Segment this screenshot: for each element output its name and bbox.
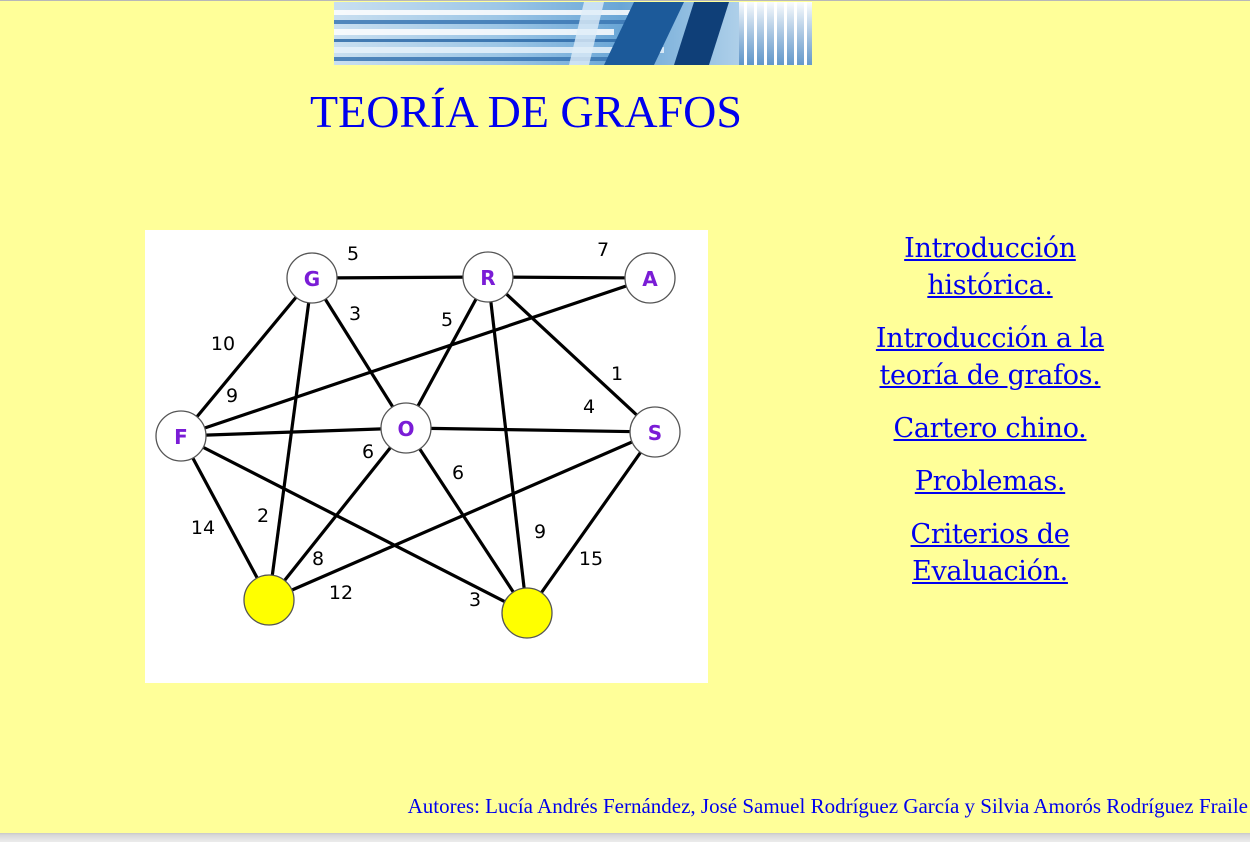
edge-S-Y1 (268, 430, 656, 602)
edge-G-R (311, 275, 489, 280)
edge-O-Y2 (404, 427, 529, 614)
edge-O-Y1 (267, 427, 408, 601)
edge-weight-O-Y2: 6 (452, 462, 464, 484)
edge-R-A (487, 275, 651, 280)
edge-weight-R-O: 5 (441, 309, 453, 331)
vertex-a (624, 252, 676, 304)
edge-weight-G-F: 10 (211, 333, 235, 355)
nav-link-introduccion-historica[interactable]: Introducción histórica. (904, 233, 1076, 301)
banner-image (334, 2, 812, 65)
edge-weight-G-O: 3 (349, 303, 361, 325)
vertex-label-f: F (174, 425, 188, 449)
nav-menu: Introducción histórica. Introducción a l… (850, 230, 1130, 606)
page-title: TEORÍA DE GRAFOS (310, 86, 742, 137)
edge-weight-O-Y1: 8 (312, 548, 324, 570)
vertex-f (155, 410, 207, 462)
edge-O-S (405, 426, 656, 434)
vertex-label-a: A (642, 267, 658, 291)
edge-G-F (179, 276, 314, 438)
edge-R-Y2 (486, 276, 529, 614)
nav-link-criterios-evaluacion[interactable]: Criterios de Evaluación. (910, 519, 1070, 587)
graph-canvas: 5 7 10 3 2 5 1 9 9 6 4 8 6 14 3 12 15 G R A F O S (155, 239, 681, 639)
edge-weight-F-O: 6 (362, 441, 374, 463)
top-rule (0, 0, 1250, 1)
vertex-y1 (243, 574, 295, 626)
nav-link-introduccion-teoria-grafos[interactable]: Introducción a la teoría de grafos. (875, 323, 1105, 391)
bottom-rule (0, 833, 1250, 842)
vertex-o (380, 402, 432, 454)
edge-weight-R-A: 7 (597, 239, 609, 261)
nav-link-problemas[interactable]: Problemas. (914, 466, 1066, 497)
vertex-label-s: S (648, 421, 662, 445)
edge-G-Y1 (267, 277, 314, 601)
edge-weight-G-R: 5 (347, 243, 359, 265)
edge-weight-S-Y2: 15 (579, 548, 603, 570)
edge-F-Y2 (180, 434, 528, 615)
vertex-label-r: R (480, 266, 495, 290)
banner-graphic (334, 2, 812, 65)
vertex-label-o: O (397, 417, 414, 441)
vertex-r (462, 251, 514, 303)
edge-weight-O-S: 4 (583, 396, 595, 418)
edge-weight-R-S: 1 (611, 363, 623, 385)
graph-diagram: 5 7 10 3 2 5 1 9 9 6 4 8 6 14 3 12 15 G R A F O S (145, 230, 708, 683)
edge-weight-F-Y1: 14 (191, 517, 215, 539)
nav-link-cartero-chino[interactable]: Cartero chino. (893, 413, 1087, 444)
edge-S-Y2 (525, 431, 657, 614)
authors-footer: Autores: Lucía Andrés Fernández, José Sa… (407, 794, 1248, 818)
edge-weight-S-Y1: 12 (329, 582, 353, 604)
vertex-s (629, 406, 681, 458)
edge-R-S (486, 275, 657, 434)
vertex-label-g: G (304, 267, 320, 291)
edge-F-O (180, 426, 407, 438)
edge-weight-F-Y2: 3 (469, 589, 481, 611)
edge-F-Y1 (179, 435, 271, 601)
edge-G-O (310, 277, 408, 429)
vertex-y2 (501, 587, 553, 639)
edge-weight-R-Y2: 9 (534, 521, 546, 543)
vertex-g (286, 252, 338, 304)
edge-weight-G-Y1: 2 (257, 505, 269, 527)
edge-R-O (404, 276, 490, 429)
edge-weight-A-F: 9 (226, 385, 238, 407)
edge-A-F (180, 276, 651, 438)
